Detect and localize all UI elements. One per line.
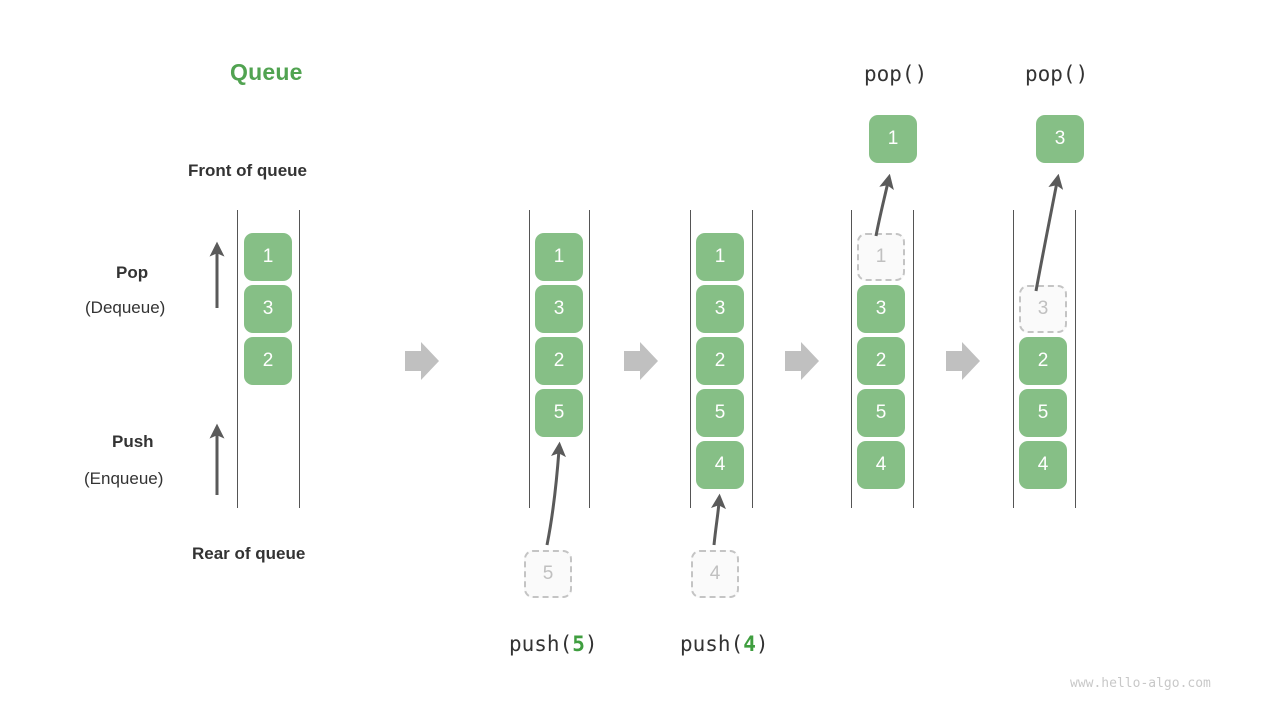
rear-of-queue-label: Rear of queue	[192, 544, 306, 563]
cell: 4	[857, 441, 905, 489]
front-of-queue-label: Front of queue	[188, 161, 307, 180]
cell: 5	[857, 389, 905, 437]
stage-push5-rail-right	[589, 210, 590, 508]
push-prefix: push(	[680, 632, 744, 656]
stage-initial-rail-left	[237, 210, 238, 508]
pop3-remove-arrow	[1034, 173, 1064, 292]
watermark: www.hello-algo.com	[1070, 676, 1211, 691]
push-label: Push	[112, 432, 154, 451]
removed-ghost-cell: 3	[1019, 285, 1067, 333]
stage-pop3-rail-right	[1075, 210, 1076, 508]
cell: 3	[535, 285, 583, 333]
enqueue-label: (Enqueue)	[84, 469, 164, 488]
cell: 5	[1019, 389, 1067, 437]
stage-push5-caption: push(5)	[509, 632, 598, 656]
stage-push4-rail-right	[752, 210, 753, 508]
push4-insert-arrow	[711, 493, 726, 546]
push-argument: 5	[572, 632, 585, 656]
flow-arrow	[405, 342, 439, 380]
cell: 4	[1019, 441, 1067, 489]
cell: 1	[696, 233, 744, 281]
cell: 2	[696, 337, 744, 385]
cell: 3	[244, 285, 292, 333]
push-prefix: push(	[509, 632, 573, 656]
stage-push4-caption: push(4)	[680, 632, 769, 656]
incoming-ghost-cell: 4	[691, 550, 739, 598]
push-suffix: )	[755, 632, 769, 656]
dequeue-label: (Dequeue)	[85, 298, 166, 317]
popped-cell: 1	[869, 115, 917, 163]
stage-pop1-rail-right	[913, 210, 914, 508]
removed-ghost-cell: 1	[857, 233, 905, 281]
flow-arrow	[946, 342, 980, 380]
cell: 5	[696, 389, 744, 437]
push-suffix: )	[584, 632, 598, 656]
cell: 1	[244, 233, 292, 281]
incoming-ghost-cell: 5	[524, 550, 572, 598]
stage-pop1-rail-left	[851, 210, 852, 508]
push-argument: 4	[743, 632, 756, 656]
stage-pop3-caption: pop()	[1025, 62, 1089, 86]
cell: 1	[535, 233, 583, 281]
popped-cell: 3	[1036, 115, 1084, 163]
page-title: Queue	[230, 59, 303, 85]
cell: 3	[696, 285, 744, 333]
flow-arrow	[785, 342, 819, 380]
stage-pop3-rail-left	[1013, 210, 1014, 508]
cell: 2	[1019, 337, 1067, 385]
stage-pop1-caption: pop()	[864, 62, 928, 86]
pop1-remove-arrow	[874, 173, 894, 237]
cell: 2	[244, 337, 292, 385]
flow-arrow	[624, 342, 658, 380]
cell: 3	[857, 285, 905, 333]
cell: 5	[535, 389, 583, 437]
stage-push4-rail-left	[690, 210, 691, 508]
cell: 2	[535, 337, 583, 385]
cell: 2	[857, 337, 905, 385]
stage-push5-rail-left	[529, 210, 530, 508]
pop-label: Pop	[116, 263, 149, 282]
cell: 4	[696, 441, 744, 489]
stage-initial-rail-right	[299, 210, 300, 508]
push5-insert-arrow	[545, 441, 566, 546]
